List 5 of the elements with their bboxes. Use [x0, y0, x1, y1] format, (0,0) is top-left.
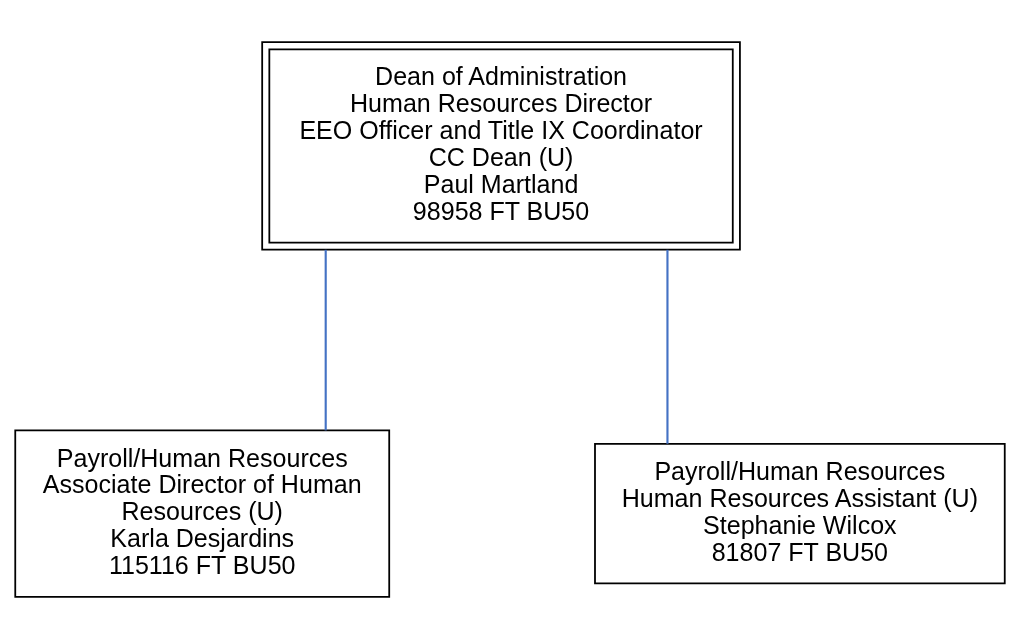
node-box: Payroll/Human Resources Associate Director of Human Resources (U) Karla Desjardins 115116 FT BU50 — [14, 429, 391, 598]
connector — [666, 249, 669, 444]
node-box: Payroll/Human Resources Human Resources Assistant (U) Stephanie Wilcox 81807 FT BU50 — [594, 442, 1006, 585]
node-box: Dean of Administration Human Resources Director EEO Officer and Title IX Coordinator CC Dean (U) Paul Martland 98958 FT BU50 — [261, 41, 741, 251]
connector — [324, 249, 327, 431]
